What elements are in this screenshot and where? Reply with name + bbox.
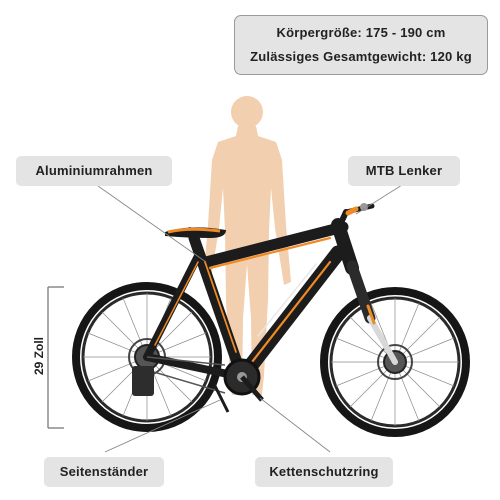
suspension-fork: [346, 260, 398, 365]
body-height-spec: Körpergröße: 175 - 190 cm: [276, 25, 446, 40]
saddle: [165, 226, 226, 242]
human-silhouette: [203, 96, 291, 395]
wheel-height-bracket: [47, 286, 64, 429]
wheel-size-text: 29 Zoll: [32, 336, 46, 376]
callout-leader-lines: [97, 184, 403, 453]
handlebar-callout-label: MTB Lenker: [348, 156, 460, 186]
bike-frame: [143, 218, 359, 385]
handlebar: [337, 203, 375, 228]
drivetrain: [132, 356, 264, 413]
size-specs-panel: Körpergröße: 175 - 190 cm Zulässiges Ges…: [234, 15, 488, 75]
max-weight-spec: Zulässiges Gesamtgewicht: 120 kg: [250, 49, 472, 64]
kickstand-callout-label: Seitenständer: [44, 457, 164, 487]
chain-guard-callout-label: Kettenschutzring: [255, 457, 393, 487]
frame-callout-label: Aluminiumrahmen: [16, 156, 172, 186]
